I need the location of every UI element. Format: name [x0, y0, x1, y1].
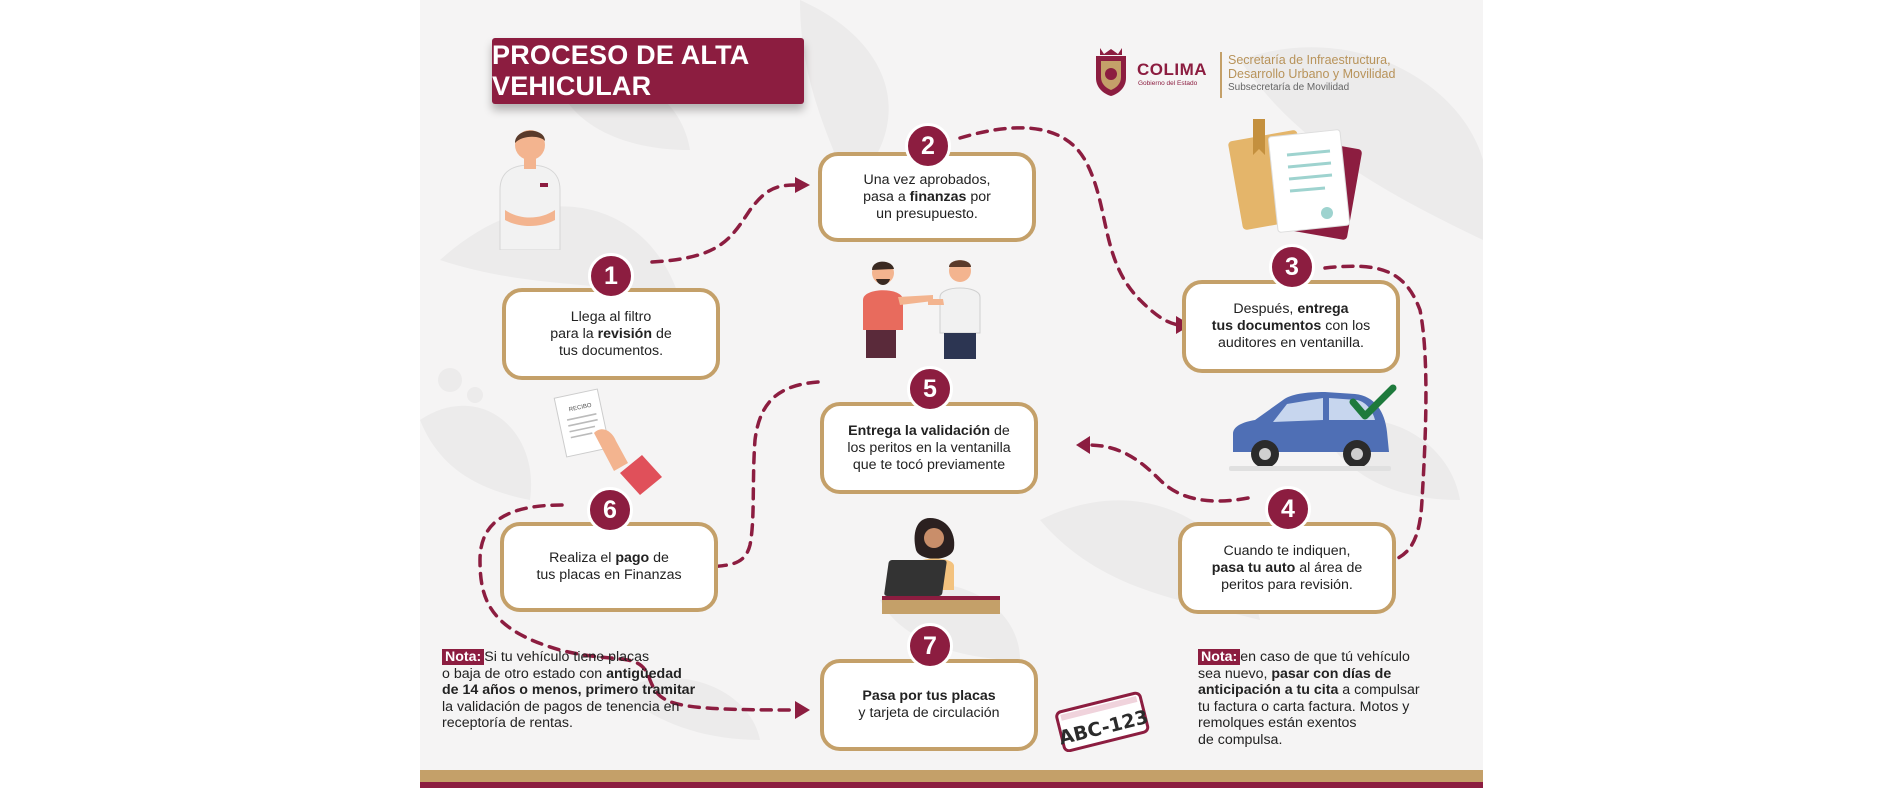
- cashier-illustration: [882, 518, 1000, 614]
- receipt-text: RECIBO: [568, 403, 592, 414]
- step-1-text-d: tus documentos.: [558, 342, 664, 359]
- logo-divider: [1220, 52, 1222, 98]
- note-right-t2: sea nuevo,: [1198, 665, 1272, 682]
- note-right-t1: en caso de que tú vehículo: [1240, 649, 1410, 665]
- note-left-t2: o baja de otro estado con: [442, 665, 607, 682]
- step-1-text-c: de: [652, 325, 672, 342]
- note-right-tag: Nota:: [1198, 649, 1241, 665]
- step-3-text-b: con los: [1321, 318, 1371, 334]
- step-2-text-c: por: [966, 188, 991, 205]
- step-6-bold: pago: [615, 550, 650, 566]
- note-left-t1: Si tu vehículo tiene placas: [484, 649, 650, 665]
- step-1-text-a: Llega al filtro: [570, 308, 652, 325]
- note-right-t6: de compulsa.: [1198, 731, 1283, 748]
- step-5-box: Entrega la validación de los peritos en …: [820, 402, 1038, 494]
- step-7-bold: Pasa por tus placas: [862, 688, 996, 704]
- step-3-text-a: Después,: [1233, 301, 1298, 317]
- step-6-text-a: Realiza el: [549, 550, 616, 566]
- step-7-text: y tarjeta de circulación: [858, 705, 1000, 721]
- logo-brand: COLIMA: [1137, 60, 1208, 79]
- logo-tagline: Gobierno del Estado: [1138, 80, 1198, 87]
- note-right-t3: a compulsar: [1338, 682, 1420, 698]
- secretaria-name: Secretaría de Infraestructura, Desarroll…: [1228, 53, 1396, 81]
- note-left: Nota:Si tu vehículo tiene placas o baja …: [442, 649, 752, 732]
- step-2-badge: 2: [905, 123, 951, 169]
- step-3-box: Después, entrega tus documentos con los …: [1182, 280, 1400, 373]
- note-right-b2: anticipación a tu cita: [1198, 682, 1339, 698]
- infographic-canvas: PROCESO DE ALTA VEHICULAR COLIMA Gobiern…: [420, 0, 1483, 788]
- car-check-illustration: [1229, 384, 1397, 471]
- step-7-badge: 7: [907, 623, 953, 669]
- note-left-t3: la validación de pagos de tenencia en: [442, 698, 680, 715]
- step-4-text-a: Cuando te indiquen,: [1223, 542, 1351, 559]
- step-4-badge: 4: [1265, 486, 1311, 532]
- step-4-text-c: peritos para revisión.: [1221, 576, 1353, 593]
- step-6-badge: 6: [587, 487, 633, 533]
- step-5-text-b: los peritos en la ventanilla: [847, 439, 1011, 456]
- note-right-t4: tu factura o carta factura. Motos y: [1198, 698, 1410, 715]
- step-3-bold-b: tus documentos: [1211, 318, 1322, 334]
- step-5-text-c: que te tocó previamente: [852, 456, 1006, 473]
- step-2-text-a: Una vez aprobados,: [863, 171, 991, 188]
- note-right: Nota:en caso de que tú vehículo sea nuev…: [1198, 649, 1478, 748]
- step-1-text-b: para la: [550, 325, 598, 342]
- note-right-t5: remolques están exentos: [1198, 715, 1357, 731]
- step-1-box: Llega al filtro para la revisión de tus …: [502, 288, 720, 380]
- check-mark: [1349, 384, 1397, 420]
- step-7-box: Pasa por tus placas y tarjeta de circula…: [820, 659, 1038, 751]
- step-6-text-b: de: [649, 550, 669, 566]
- step-5-badge: 5: [907, 366, 953, 412]
- page-title: PROCESO DE ALTA VEHICULAR: [492, 38, 804, 104]
- handshake-illustration: [863, 260, 981, 359]
- subsecretaria-name: Subsecretaría de Movilidad: [1228, 82, 1350, 93]
- secretaria-line-2: Desarrollo Urbano y Movilidad: [1228, 66, 1396, 81]
- note-left-t4: receptoría de rentas.: [442, 715, 573, 731]
- license-plate-illustration: ABC-123: [1055, 691, 1150, 752]
- step-4-text-b: al área de: [1295, 559, 1363, 576]
- step-1-bold: revisión: [597, 325, 652, 342]
- footer-maroon-bar: [420, 782, 1483, 788]
- secretaria-line-1: Secretaría de Infraestructura,: [1228, 53, 1391, 67]
- step-6-text-c: tus placas en Finanzas: [536, 567, 682, 583]
- step-1-badge: 1: [588, 253, 634, 299]
- step-2-text-b: pasa a: [863, 188, 910, 205]
- note-left-b1: antigüedad: [606, 665, 682, 682]
- step-3-bold-a: entrega: [1297, 301, 1349, 317]
- receipt-hand-illustration: RECIBO: [553, 388, 662, 495]
- coat-of-arms-icon: [1096, 48, 1126, 96]
- note-left-b2: de 14 años o menos, primero tramitar: [442, 682, 696, 698]
- colima-logo: COLIMA Gobierno del Estado Secretaría de…: [1092, 46, 1422, 102]
- note-right-b1: pasar con días de: [1271, 665, 1392, 682]
- staff-person-illustration: [499, 130, 561, 250]
- step-5-text-a: de: [990, 422, 1010, 439]
- step-2-bold: finanzas: [909, 188, 967, 205]
- note-left-tag: Nota:: [442, 649, 485, 665]
- step-6-box: Realiza el pago de tus placas en Finanza…: [500, 522, 718, 612]
- step-3-badge: 3: [1269, 244, 1315, 290]
- step-2-text-d: un presupuesto.: [876, 205, 978, 222]
- step-4-bold: pasa tu auto: [1211, 559, 1296, 576]
- step-4-box: Cuando te indiquen, pasa tu auto al área…: [1178, 522, 1396, 614]
- step-3-text-c: auditores en ventanilla.: [1218, 335, 1364, 351]
- step-5-bold: Entrega la validación: [848, 422, 991, 439]
- footer-gold-bar: [420, 770, 1483, 782]
- documents-illustration: [1228, 119, 1362, 240]
